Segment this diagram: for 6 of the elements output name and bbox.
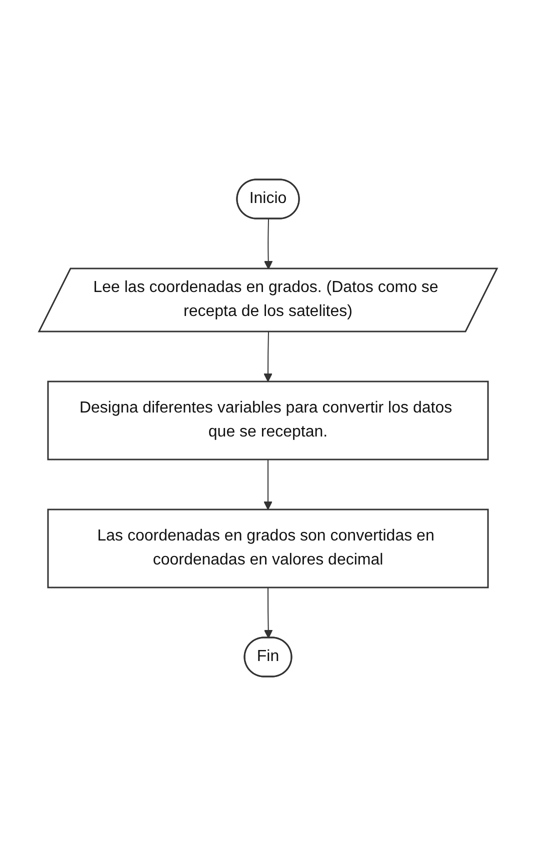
node-box: Designa diferentes variables para convertir los datos que se receptan. bbox=[46, 380, 488, 460]
node-box: Las coordenadas en grados son convertidas en coordenadas en valores decimal bbox=[46, 508, 488, 588]
arrow bbox=[263, 587, 272, 638]
arrow bbox=[263, 332, 272, 382]
arrow bbox=[263, 459, 272, 510]
arrow bbox=[263, 218, 272, 270]
